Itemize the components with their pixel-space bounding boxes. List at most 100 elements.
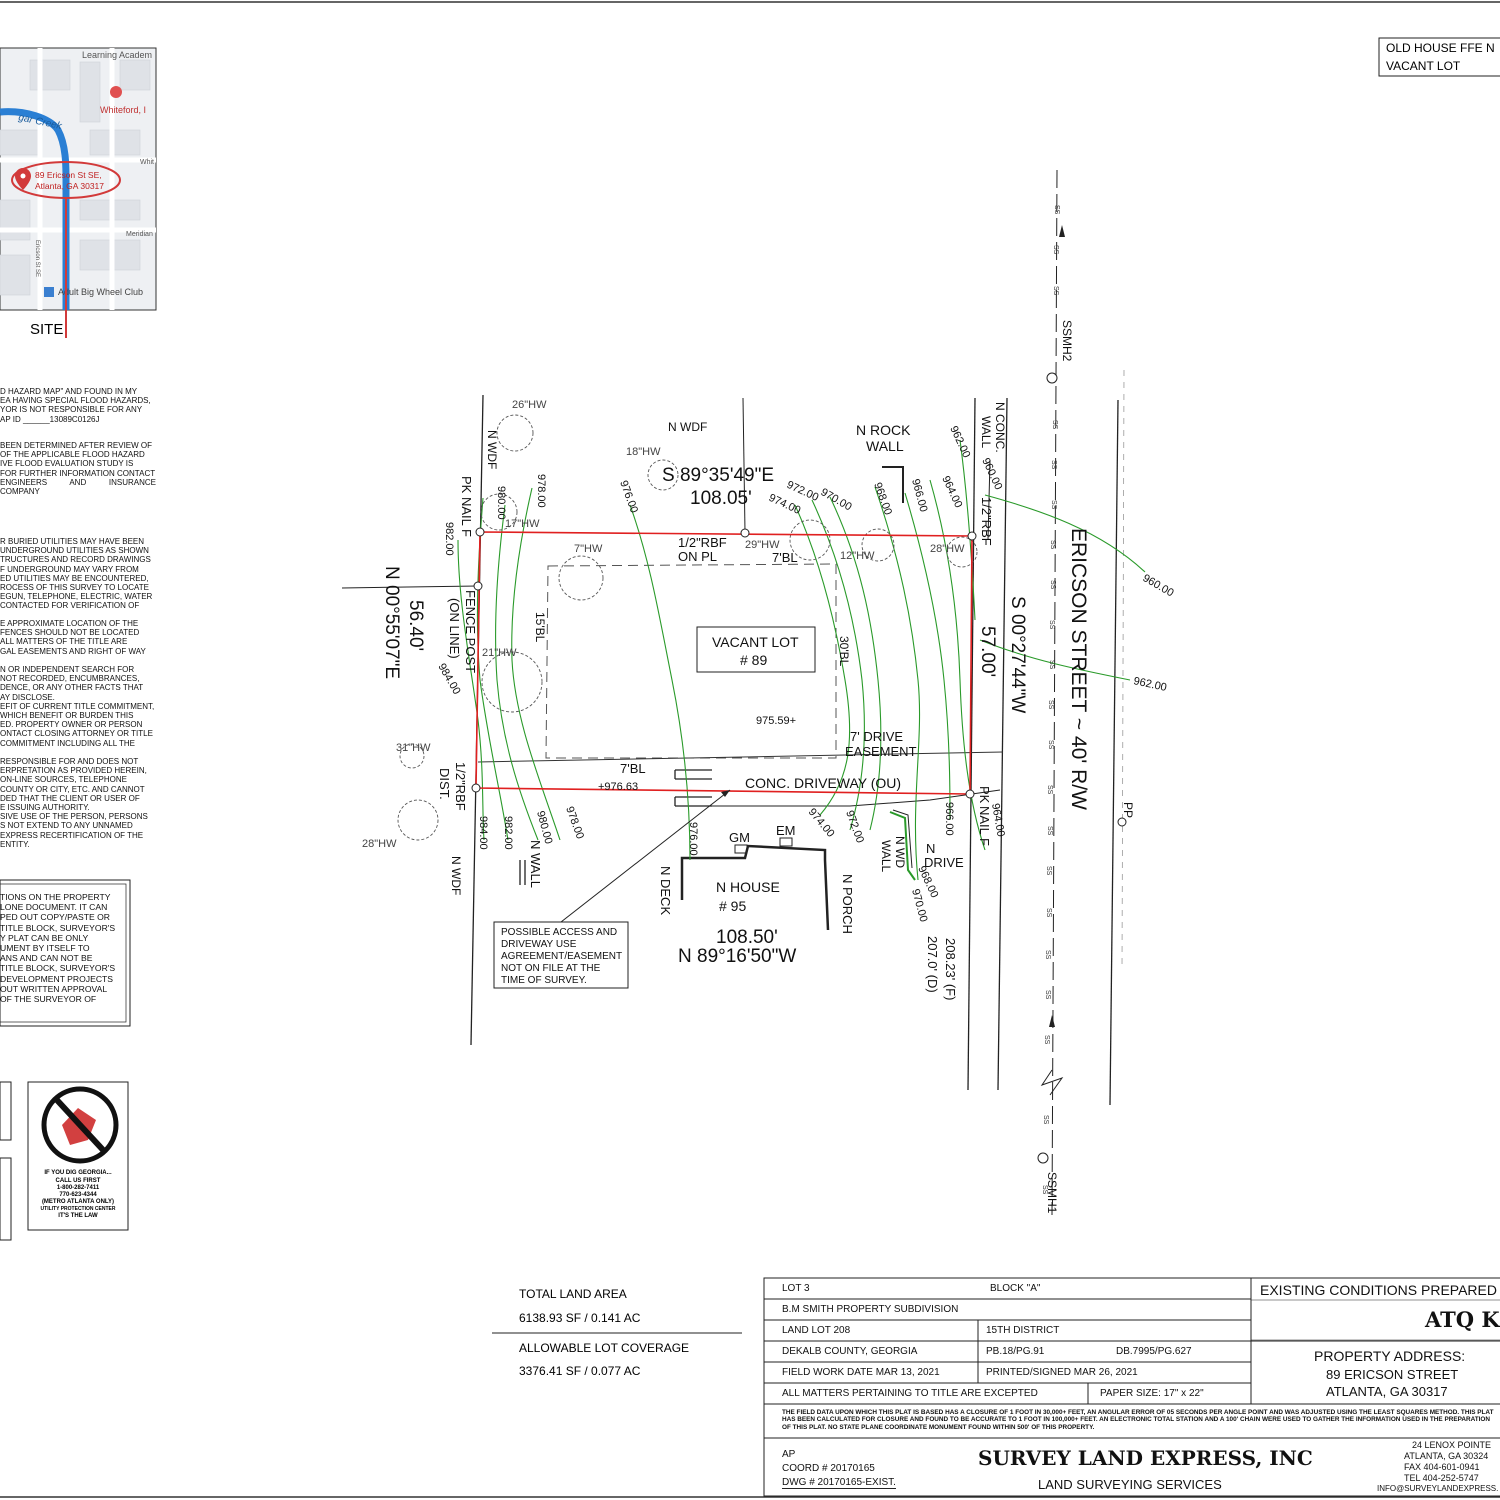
note-utilities: R BURIED UTILITIES MAY HAVE BEEN UNDERGR… <box>0 537 153 611</box>
house-label-2: # 95 <box>719 898 746 914</box>
plat-labels: S 89°35'49"E 108.05' 108.50' N 89°16'50"… <box>362 205 1176 1214</box>
north-distance: 108.05' <box>690 488 752 509</box>
rbf-ne: 1/2"RBF <box>979 497 994 546</box>
tb-paper-size: PAPER SIZE: 17" x 22" <box>1100 1388 1204 1399</box>
note-copyright: TIONS ON THE PROPERTY LONE DOCUMENT. IT … <box>0 892 116 1005</box>
contour-label: 978.00 <box>535 474 547 508</box>
spot-elevation-center: 975.59+ <box>756 715 796 727</box>
vicinity-map: gar Creek Learning Academ Whiteford, I W… <box>0 47 157 338</box>
tb-ap: AP <box>782 1449 796 1460</box>
svg-text:SS: SS <box>1050 460 1057 470</box>
map-pin-icon <box>15 168 31 190</box>
frontage-deed: 207.0' (D) <box>925 936 940 993</box>
tree-symbols <box>397 414 978 841</box>
west-bearing: N 00°55'07"E <box>381 566 402 679</box>
total-land-area-label: TOTAL LAND AREA <box>519 1287 627 1301</box>
contour-label: 982.00 <box>502 816 514 850</box>
tb-client: ATQ K <box>1425 1307 1500 1332</box>
fence-post-1: FENCE POST <box>463 590 478 673</box>
svg-text:SS: SS <box>1042 1115 1049 1125</box>
tree-label-1: 26"HW <box>512 399 547 411</box>
sewer-labels: SS SS SS SS SS SS SS SS SS SS SS SS SS S… <box>1041 205 1060 1195</box>
map-pin-line-2: Atlanta, GA 30317 <box>35 181 104 191</box>
tree-label-3: 17"HW <box>505 518 540 530</box>
dig-line-6: UTILITY PROTECTION CENTER <box>41 1206 116 1212</box>
tb-subdivision: B.M SMITH PROPERTY SUBDIVISION <box>782 1304 959 1315</box>
svg-text:SS: SS <box>1048 660 1055 670</box>
power-pole-label: PP <box>1121 802 1135 818</box>
svg-text:SS: SS <box>1045 908 1052 918</box>
svg-text:SS: SS <box>1044 990 1051 1000</box>
street-name: ERICSON STREET ~ 40' R/W <box>1067 528 1090 810</box>
tb-coord: COORD # 20170165 <box>782 1463 875 1474</box>
tree-label-9: 31"HW <box>396 742 431 754</box>
tree-label-8: 21"HW <box>482 647 517 659</box>
ssmh1-label: SSMH1 <box>1045 1172 1059 1214</box>
tb-field-work: FIELD WORK DATE MAR 13, 2021 <box>782 1367 940 1378</box>
contour-label: 960.00 <box>979 456 1004 492</box>
legend-line-2: VACANT LOT <box>1386 59 1461 73</box>
contour-label: 978.00 <box>563 805 586 841</box>
rock-wall-2: WALL <box>866 438 904 454</box>
map-label-whiteford: Whiteford, I <box>100 105 146 115</box>
house-label-1: N HOUSE <box>716 879 780 895</box>
map-label-meridian: Meridian <box>126 231 153 238</box>
svg-text:SS: SS <box>1049 580 1056 590</box>
note-flood: D HAZARD MAP" AND FOUND IN MY EA HAVING … <box>0 387 151 424</box>
dig-line-3: 1-800-282-7411 <box>57 1185 100 1191</box>
copyright-note-box <box>0 879 131 1027</box>
contour-label: 982.00 <box>443 522 455 556</box>
tb-address-2: ATLANTA, GA 30317 <box>1326 1384 1448 1399</box>
tb-prepared-for: EXISTING CONDITIONS PREPARED F <box>1260 1282 1500 1298</box>
svg-text:SS: SS <box>1046 826 1053 836</box>
contour-label: 962.00 <box>947 424 972 460</box>
map-label-whit: Whit <box>140 159 154 166</box>
tb-email: INFO@SURVEYLANDEXPRESS. <box>1377 1484 1499 1493</box>
partial-box-2 <box>0 1157 12 1241</box>
tb-fax: FAX 404-601-0941 <box>1404 1462 1480 1472</box>
rbf-sw-1: 1/2"RBF <box>453 762 468 811</box>
fence-post-2: (ON LINE) <box>447 598 462 659</box>
rbf-sw-2: DIST. <box>437 768 452 800</box>
land-area-block: TOTAL LAND AREA 6138.93 SF / 0.141 AC AL… <box>492 1287 742 1378</box>
rock-wall-1: N ROCK <box>856 422 911 438</box>
tb-plat-book: PB.18/PG.91 <box>986 1346 1045 1357</box>
bl-north: 7'BL <box>772 550 798 565</box>
pk-nail-se-2: NAIL F <box>977 806 992 846</box>
svg-text:SS: SS <box>1049 540 1056 550</box>
site-label: SITE <box>30 321 63 338</box>
svg-text:SS: SS <box>1050 500 1057 510</box>
bl-west: 15'BL <box>533 612 547 643</box>
contour-label: 960.00 <box>1141 572 1176 599</box>
note-title: N OR INDEPENDENT SEARCH FOR NOT RECORDED… <box>0 665 155 748</box>
electric-meter-label: EM <box>776 823 796 838</box>
contour-label: 972.00 <box>843 809 866 845</box>
spot-elevation-drive: +976.63 <box>598 781 638 793</box>
dig-line-2: CALL US FIRST <box>56 1178 101 1184</box>
tb-district: 15TH DISTRICT <box>986 1325 1060 1336</box>
n-drive-2: DRIVE <box>924 855 964 870</box>
n-wdf-sw: N WDF <box>449 856 463 895</box>
contour-label: 966.00 <box>909 478 929 514</box>
rbf-on-pl-2: ON PL <box>678 549 717 564</box>
n-wdf-nw: N WDF <box>485 430 499 469</box>
svg-text:SS: SS <box>1045 866 1052 876</box>
contour-label: 976.00 <box>617 479 640 515</box>
tb-county: DEKALB COUNTY, GEORGIA <box>782 1346 918 1357</box>
map-label-club: Adult Big Wheel Club <box>58 287 143 297</box>
n-porch: N PORCH <box>840 874 855 934</box>
tb-lot: LOT 3 <box>782 1283 810 1294</box>
tree-label-4: 7"HW <box>574 543 603 555</box>
n-drive-1: N <box>926 841 935 856</box>
svg-text:SS: SS <box>1047 740 1054 750</box>
tb-land-lot: LAND LOT 208 <box>782 1325 851 1336</box>
svg-text:SS: SS <box>1048 620 1055 630</box>
svg-text:SS: SS <box>1051 420 1058 430</box>
map-pin-line-1: 89 Ericson St SE, <box>35 170 102 180</box>
agreement-line-4: NOT ON FILE AT THE <box>501 963 601 974</box>
pk-nail-se-1: PK <box>977 786 992 804</box>
east-bearing: S 00°27'44"W <box>1007 596 1028 713</box>
creek-line <box>0 108 70 310</box>
bl-south: 7'BL <box>620 761 646 776</box>
tree-label-2: 18"HW <box>626 446 661 458</box>
